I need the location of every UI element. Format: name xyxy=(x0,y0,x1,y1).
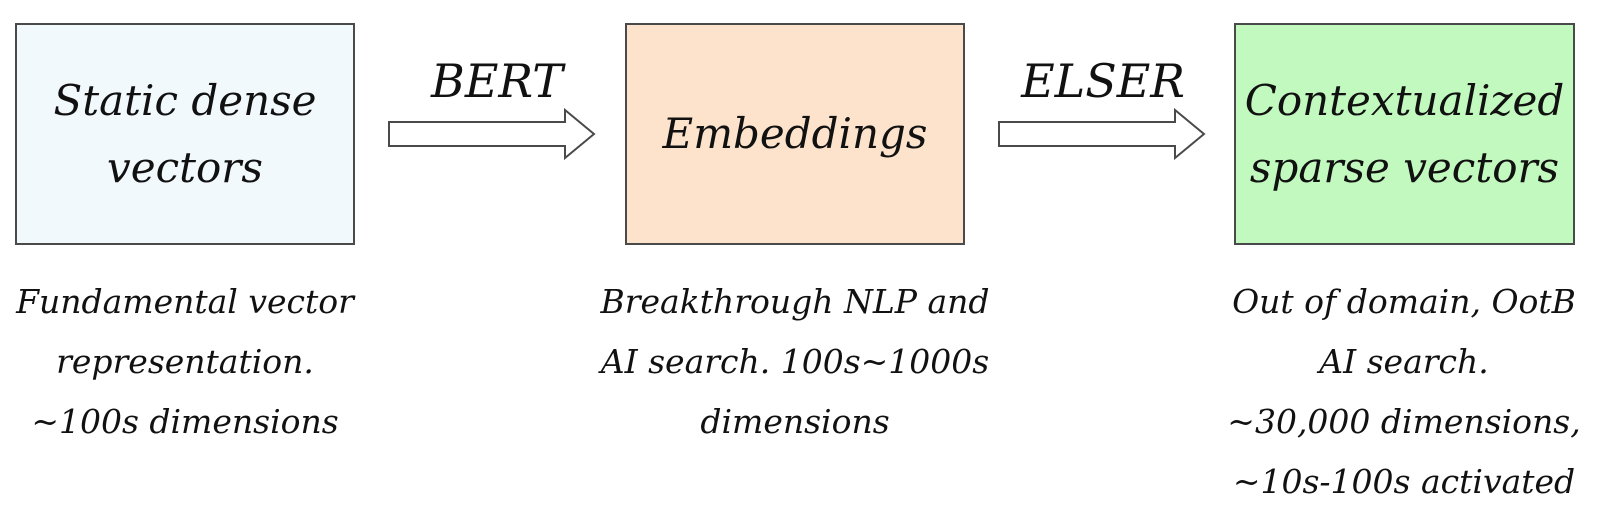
description-line: representation. xyxy=(56,342,314,381)
description-line: Fundamental vector xyxy=(16,282,354,321)
node-label: Contextualized sparse vectors xyxy=(1231,67,1579,201)
node-embeddings: Embeddings xyxy=(625,23,965,245)
description-line: AI search. xyxy=(1319,342,1489,381)
arrow-right-icon xyxy=(998,108,1206,160)
edge-label-elser: ELSER xyxy=(1021,54,1185,108)
node-label: Embeddings xyxy=(649,100,942,167)
node-contextualized-sparse-vectors: Contextualized sparse vectors xyxy=(1234,23,1575,245)
description-line: ~10s-100s activated xyxy=(1232,462,1576,501)
node-static-dense-vectors: Static dense vectors xyxy=(15,23,355,245)
node-label-line: Static dense xyxy=(53,75,317,125)
node-label-line: Contextualized xyxy=(1244,75,1565,125)
description-line: dimensions xyxy=(700,402,890,441)
node-label-line: vectors xyxy=(107,143,263,192)
arrow-right-icon xyxy=(388,108,596,160)
node-label-line: sparse vectors xyxy=(1249,143,1560,192)
node-label-line: Embeddings xyxy=(662,109,928,159)
edge-label-bert: BERT xyxy=(431,54,563,108)
node-label: Static dense vectors xyxy=(39,67,330,201)
description-line: Out of domain, OotB xyxy=(1232,282,1576,321)
description-contextualized: Out of domain, OotB AI search. ~30,000 d… xyxy=(1210,272,1598,512)
description-line: AI search. 100s~1000s xyxy=(600,342,990,381)
description-line: ~100s dimensions xyxy=(31,402,339,441)
description-line: Breakthrough NLP and xyxy=(600,282,990,321)
description-static: Fundamental vector representation. ~100s… xyxy=(0,272,370,452)
description-line: ~30,000 dimensions, xyxy=(1227,402,1581,441)
description-embeddings: Breakthrough NLP and AI search. 100s~100… xyxy=(585,272,1005,452)
